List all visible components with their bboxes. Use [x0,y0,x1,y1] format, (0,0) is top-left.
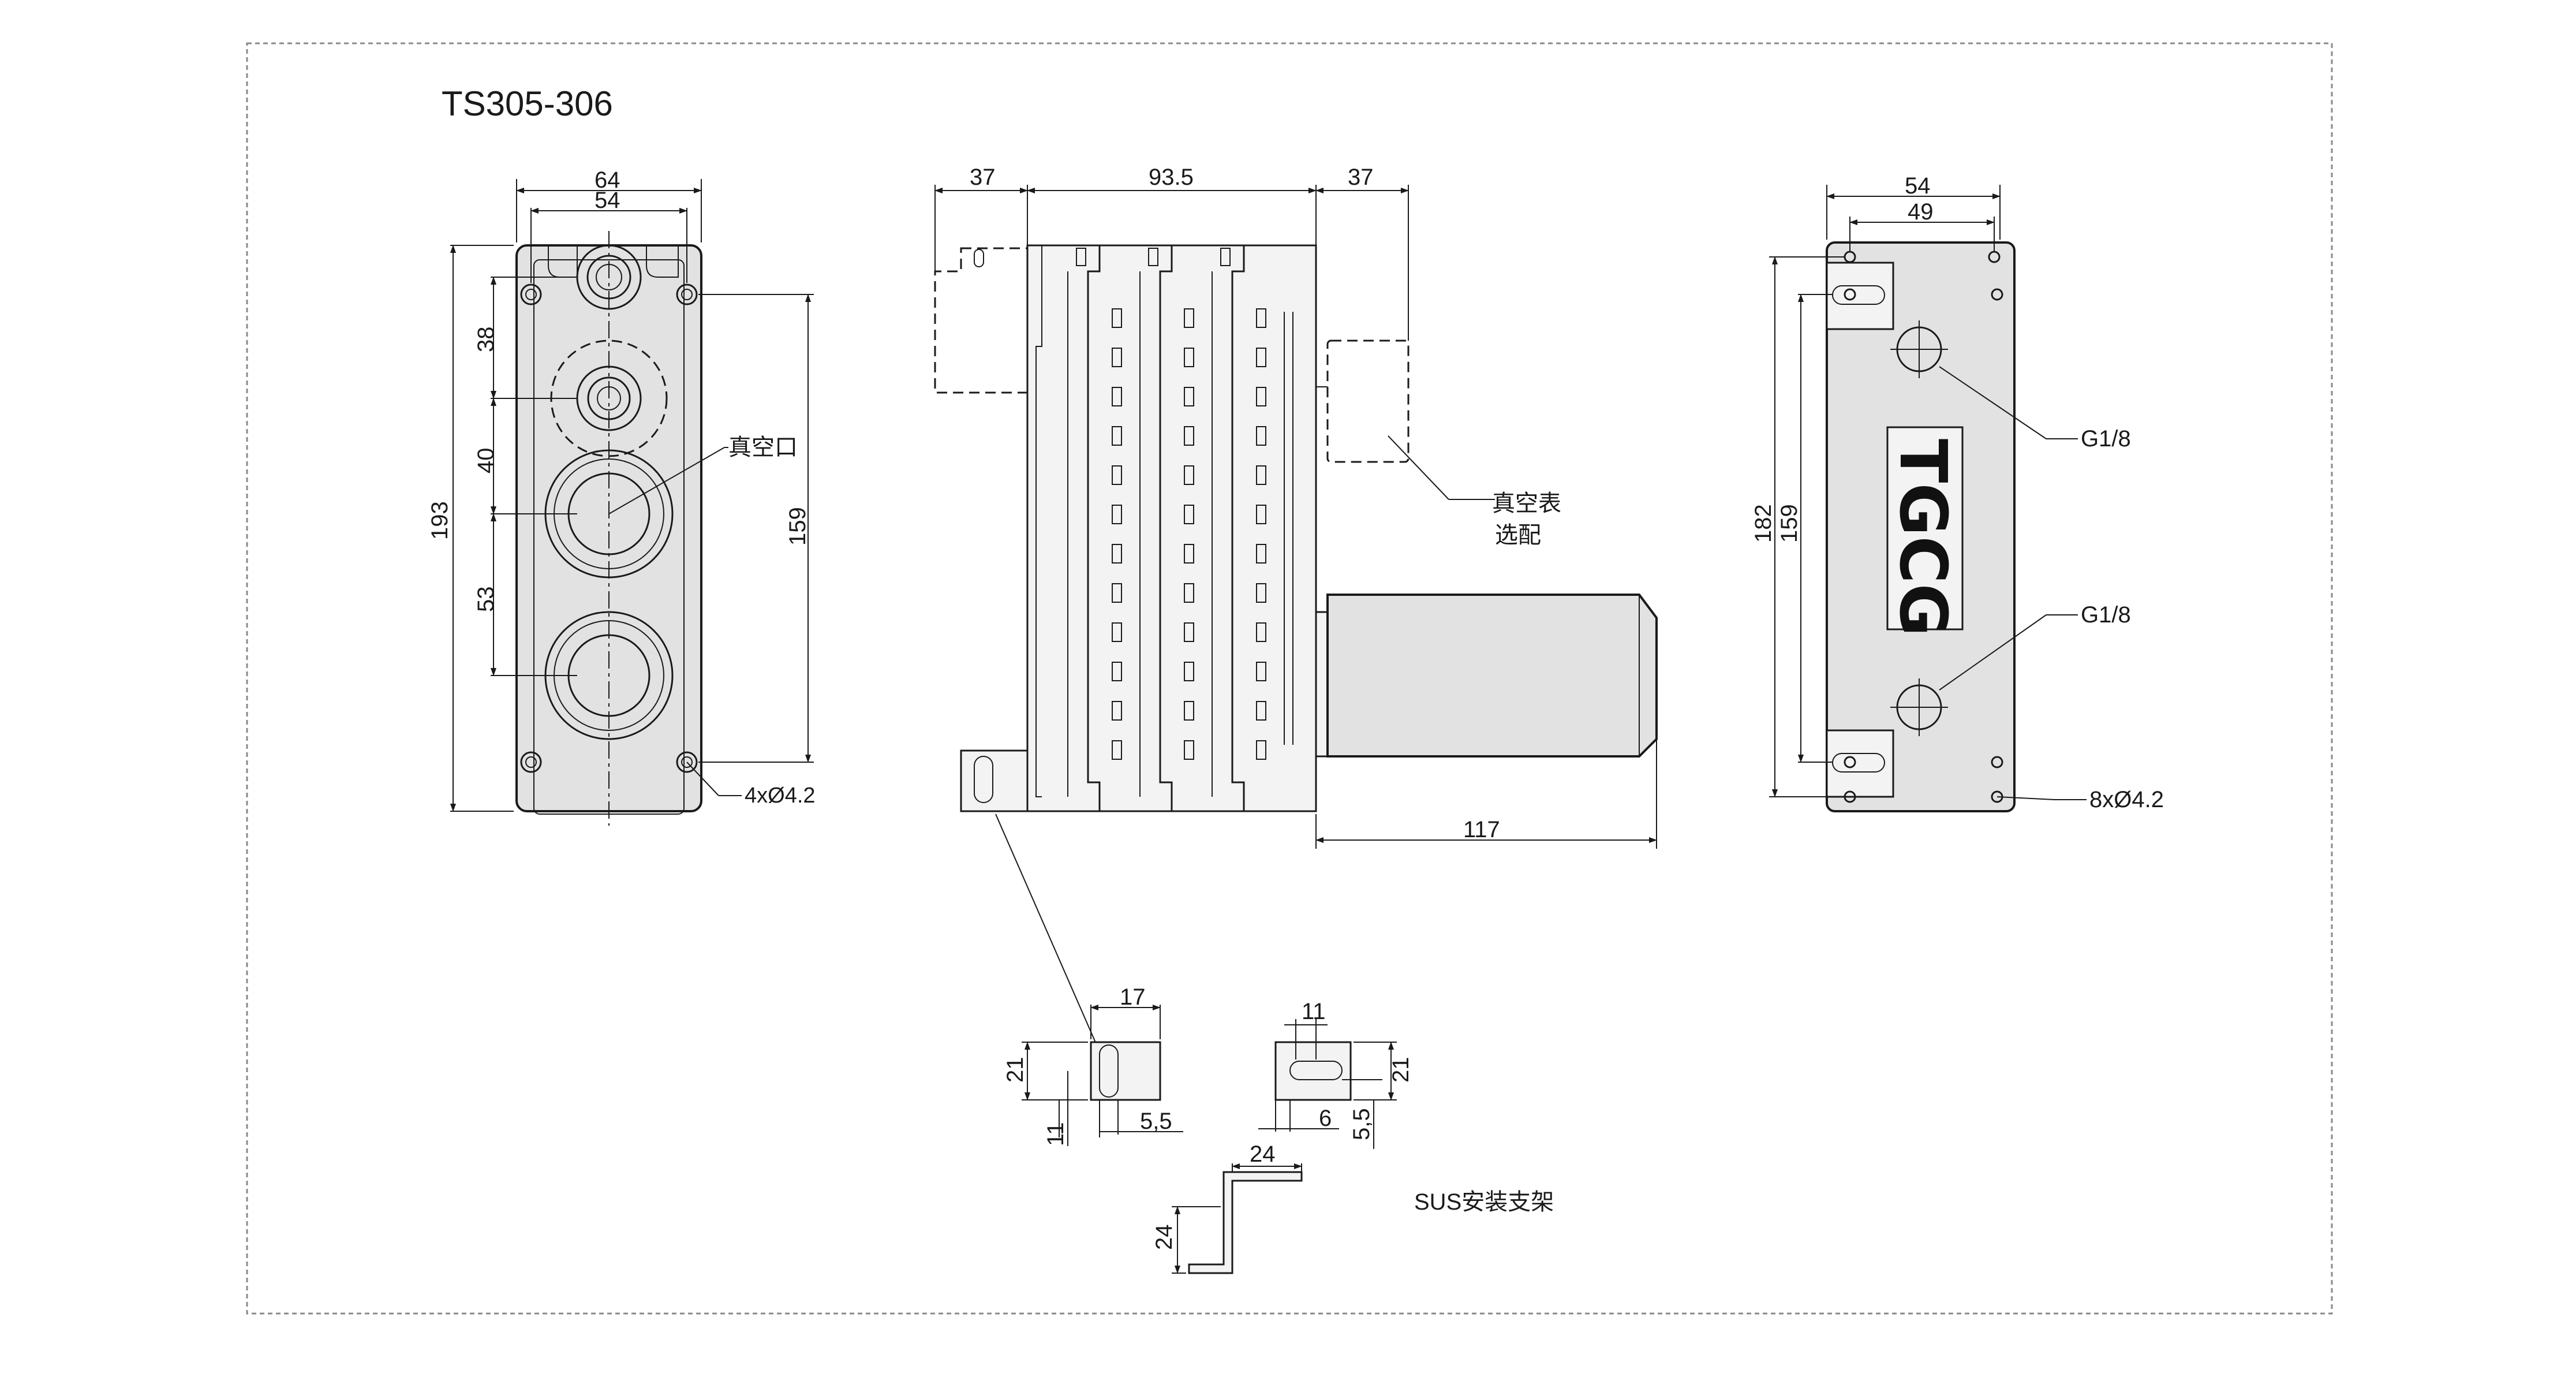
left-bracket-dashed [934,247,1029,394]
slot [1184,701,1194,721]
slot [1256,308,1266,328]
dim-back-height-holes: 159 [1777,504,1802,543]
side-body [1026,244,1317,812]
label-port-2: G1/8 [2081,602,2131,628]
dim-front-pitch-2: 40 [473,448,499,474]
dim-side-body: 93.5 [1149,165,1194,190]
label-gauge-2: 选配 [1495,523,1541,548]
label-vacuum-port: 真空口 [728,435,798,460]
slot [1112,308,1122,328]
slot [1112,544,1122,564]
back-port-1 [1890,320,1948,378]
slot [1112,701,1122,721]
back-port-2 [1890,678,1948,736]
bottom-bracket [960,749,1029,812]
dim-back-width-outer: 54 [1905,173,1931,199]
slot [1256,505,1266,524]
back-holes [1844,251,2003,803]
dim-front-width-holes: 54 [595,188,620,213]
slot [1112,348,1122,367]
mounting-hole [676,283,698,305]
slot [1184,387,1194,406]
label-back-hole-spec: 8xØ4.2 [2089,787,2164,812]
back-bracket-top [1826,262,1894,330]
slot [1256,740,1266,760]
mounting-hole [676,751,698,773]
slot [1184,308,1194,328]
slot [1256,622,1266,642]
dim-muffler-length: 117 [1463,817,1500,842]
dim-bracket-l-height: 24 [1151,1225,1177,1251]
slot [1112,583,1122,603]
slot [1256,583,1266,603]
slot [1184,348,1194,367]
brand-logo: TGCG [1885,439,1960,636]
slot [1256,387,1266,406]
dim-bracket-a-slot: 5,5 [1140,1109,1172,1134]
slot [1184,740,1194,760]
mounting-hole [520,283,542,305]
slot [1256,701,1266,721]
dim-bracket-a-offset: 11 [1043,1122,1068,1146]
label-port-1: G1/8 [2081,426,2131,452]
back-bracket-bottom [1826,729,1894,798]
slot [1112,622,1122,642]
dim-side-right: 37 [1348,165,1374,190]
sheet-border [246,42,2333,1315]
bracket-detail-b: 11 21 6 5,5 [1258,999,1414,1149]
slot [1184,544,1194,564]
slot [1184,622,1194,642]
dim-front-height-holes: 159 [785,507,810,546]
slot [1112,740,1122,760]
side-view: 真空表 选配 37 93.5 37 117 [934,165,1658,1046]
slot [1256,348,1266,367]
dim-front-width-outer: 64 [595,167,620,193]
label-gauge-1: 真空表 [1492,491,1561,516]
dim-side-left: 37 [970,165,996,190]
muffler [1315,594,1658,758]
dim-front-pitch-3: 53 [473,587,499,613]
slot [1256,465,1266,485]
slot [1184,505,1194,524]
dim-bracket-b-offset: 5,5 [1349,1108,1374,1140]
dim-bracket-a-height: 21 [1003,1057,1028,1083]
back-view: TGCG 54 49 182 159 G1/8 G1/8 8xØ4.2 [1751,173,2164,812]
vacuum-gauge-optional [1326,339,1409,463]
drawing-title: TS305-306 [442,84,613,123]
slot [1184,426,1194,446]
dim-front-pitch-1: 38 [473,327,499,353]
label-front-hole-spec: 4xØ4.2 [745,783,816,808]
dim-bracket-b-height: 21 [1388,1057,1414,1083]
slot [1256,544,1266,564]
mounting-hole [520,751,542,773]
dim-bracket-a-width: 17 [1120,984,1146,1010]
dim-back-width-holes: 49 [1908,199,1934,225]
logo-box [1886,426,1964,630]
slot-array [1112,308,1266,760]
slot [1112,662,1122,681]
slot [1184,465,1194,485]
slot [1112,426,1122,446]
dim-bracket-l-width: 24 [1250,1141,1276,1167]
slot [1112,387,1122,406]
dim-bracket-b-slot: 6 [1319,1106,1332,1131]
dim-back-height-total: 182 [1751,504,1776,543]
slot [1112,465,1122,485]
slot [1256,426,1266,446]
front-view: 64 54 193 38 40 53 159 真空口 4xØ4.2 [427,167,816,826]
bracket-caption: SUS安装支架 [1414,1189,1554,1215]
slot [1112,505,1122,524]
dim-front-height-total: 193 [427,501,453,540]
dim-bracket-b-width: 11 [1302,999,1326,1024]
slot [1184,662,1194,681]
bracket-detail-l: 24 24 SUS安装支架 [1151,1141,1554,1274]
slot [1184,583,1194,603]
module-separators [1035,245,1293,811]
slot [1256,662,1266,681]
bracket-detail-a: 17 21 11 5,5 [1003,984,1183,1146]
